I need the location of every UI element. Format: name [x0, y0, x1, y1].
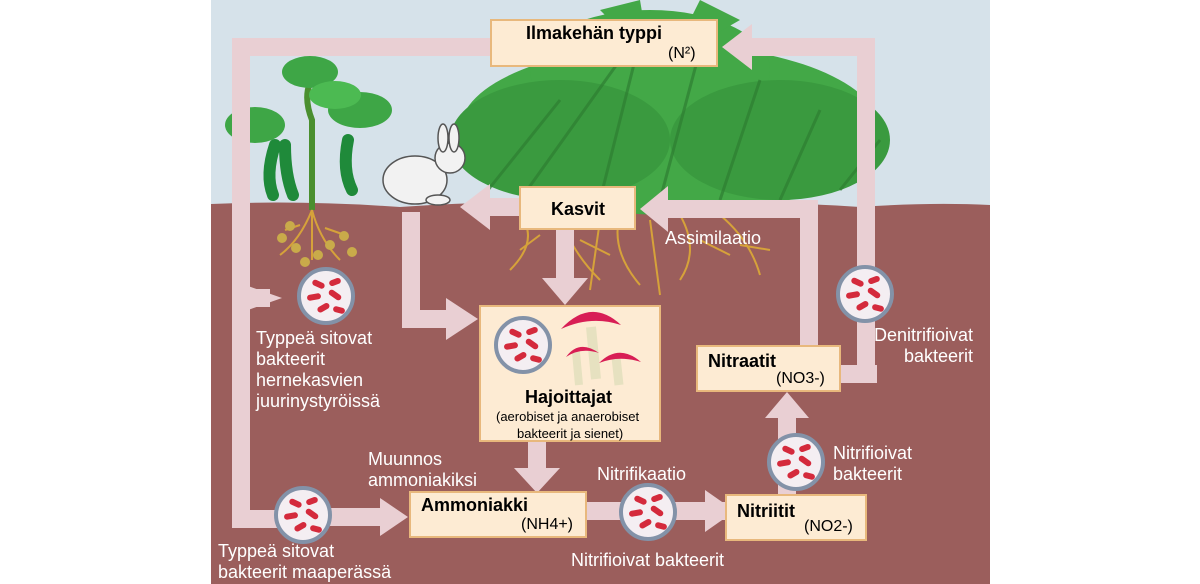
nitrites-formula: (NO2-) — [804, 518, 853, 535]
root-fixers-line-2: bakteerit — [256, 349, 326, 369]
soil-bacteria-icon — [274, 486, 332, 544]
assimilation-label: Assimilaatio — [665, 228, 762, 248]
ammonification-label: Muunnos ammoniakiksi — [368, 449, 477, 491]
decomposers-sub1: (aerobiset ja anaerobiset — [496, 409, 640, 424]
ammonia-box: Ammoniakki (NH4+) — [409, 491, 587, 538]
root-fixers-line-3: hernekasvien — [256, 370, 364, 390]
denitrifying-line-2: bakteerit — [904, 346, 974, 366]
nitrites-title: Nitriitit — [737, 501, 795, 521]
nitrates-box: Nitraatit (NO3-) — [696, 345, 841, 392]
nitrifying-right-label: Nitrifioivat bakteerit — [833, 443, 912, 485]
root-nodule-bacteria-icon — [297, 267, 355, 325]
plants-title: Kasvit — [551, 199, 606, 219]
nitrifying-bottom-label: Nitrifioivat bakteerit — [571, 550, 725, 570]
rabbit — [382, 123, 466, 206]
decomposers-title: Hajoittajat — [525, 387, 613, 407]
ammonification-line-1: Muunnos — [368, 449, 443, 469]
soil-fixers-line-1: Typpeä sitovat — [218, 541, 335, 561]
plants-box: Kasvit — [519, 186, 636, 230]
nitrifying-bacteria-right-icon — [767, 433, 825, 491]
nitrites-box: Nitriitit (NO2-) — [725, 494, 867, 541]
nitrates-title: Nitraatit — [708, 351, 777, 371]
root-fixers-label: Typpeä sitovat bakteerit hernekasvien ju… — [256, 328, 380, 412]
decomposers-sub2: bakteerit ja sienet) — [517, 426, 624, 441]
denitrifying-line-1: Denitrifioivat — [874, 325, 974, 345]
soil-fixers-line-2: bakteerit maaperässä — [218, 562, 392, 582]
root-fixers-line-1: Typpeä sitovat — [256, 328, 373, 348]
nitrifying-right-line-1: Nitrifioivat — [833, 443, 913, 463]
decomposers-artwork — [494, 311, 641, 386]
decomposer-bacteria-icon — [494, 316, 552, 374]
nitrification-label: Nitrifikaatio — [597, 464, 687, 484]
soil-fixers-label: Typpeä sitovat bakteerit maaperässä — [218, 541, 391, 583]
ammonia-title: Ammoniakki — [421, 495, 529, 515]
ammonia-formula: (NH4+) — [521, 516, 574, 533]
decomposers-box: Hajoittajat (aerobiset ja anaerobiset ba… — [479, 305, 661, 442]
grass-roots — [509, 214, 771, 296]
nitrifying-right-line-2: bakteerit — [833, 464, 903, 484]
nitrifying-bacteria-bottom-icon — [619, 483, 677, 541]
air-nitrogen-title: Ilmakehän typpi — [526, 23, 663, 43]
grass-plant — [450, 0, 890, 215]
air-nitrogen-box: Ilmakehän typpi (N²) — [490, 19, 718, 67]
ammonification-line-2: ammoniakiksi — [368, 470, 478, 490]
denitrifying-bacteria-icon — [836, 265, 894, 323]
denitrifying-label: Denitrifioivat bakteerit — [874, 325, 973, 367]
root-fixers-line-4: juurinystyröissä — [256, 391, 381, 411]
mushroom-icon — [561, 311, 641, 386]
nitrates-formula: (NO3-) — [776, 370, 825, 387]
air-nitrogen-formula: (N²) — [668, 45, 696, 62]
